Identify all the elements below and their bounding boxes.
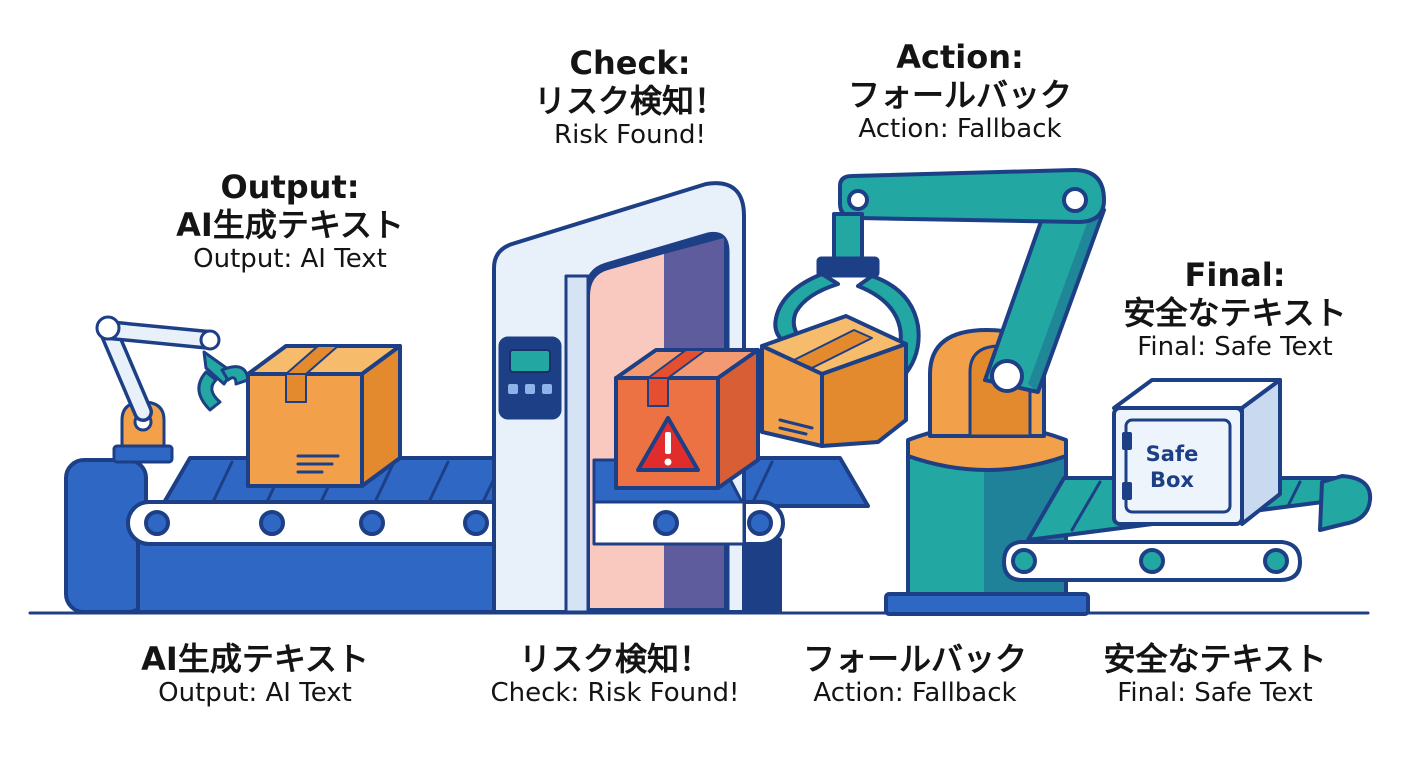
stage-label-final: Final: 安全なテキスト Final: Safe Text — [1090, 256, 1380, 362]
stage-title-en: Output: — [220, 168, 360, 206]
bottom-label-final: 安全なテキスト Final: Safe Text — [1070, 640, 1360, 708]
bottom-label-en: Check: Risk Found! — [490, 678, 740, 708]
bottom-label-jp: リスク検知！ — [518, 640, 711, 678]
bottom-label-jp: AI生成テキスト — [141, 640, 369, 678]
stage-label-output: Output: AI生成テキスト Output: AI Text — [140, 168, 440, 274]
stage-label-action: Action: フォールバック Action: Fallback — [810, 38, 1110, 144]
gripper-arm-icon — [773, 168, 1106, 616]
safe-box-label-line2: Box — [1150, 468, 1194, 492]
stage-title-jp: リスク検知！ — [533, 82, 726, 120]
stage-title-en: Action: — [896, 38, 1024, 76]
stage-subtitle: Risk Found! — [554, 120, 706, 150]
bottom-label-en: Final: Safe Text — [1117, 678, 1313, 708]
input-conveyor — [64, 456, 870, 614]
stage-title-jp: AI生成テキスト — [176, 206, 404, 244]
safe-box-icon: Safe Box — [1112, 378, 1282, 526]
stage-title-jp: フォールバック — [847, 76, 1072, 114]
stage-subtitle: Action: Fallback — [858, 114, 1062, 144]
alert-package-icon — [614, 348, 760, 490]
package-icon — [246, 344, 402, 488]
lifted-package-icon — [760, 314, 908, 448]
robot-arm-icon — [95, 315, 250, 464]
stage-title-en: Final: — [1184, 256, 1286, 294]
bottom-label-en: Action: Fallback — [813, 678, 1017, 708]
bottom-label-jp: 安全なテキスト — [1103, 640, 1327, 678]
warning-icon — [636, 416, 700, 472]
bottom-label-jp: フォールバック — [802, 640, 1027, 678]
bottom-label-check: リスク検知！ Check: Risk Found! — [460, 640, 770, 708]
stage-subtitle: Output: AI Text — [193, 244, 387, 274]
bottom-label-output: AI生成テキスト Output: AI Text — [110, 640, 400, 708]
bottom-label-action: フォールバック Action: Fallback — [770, 640, 1060, 708]
stage-label-check: Check: リスク検知！ Risk Found! — [490, 44, 770, 150]
safe-box-label-line1: Safe — [1146, 442, 1199, 466]
bottom-label-en: Output: AI Text — [158, 678, 352, 708]
stage-title-en: Check: — [569, 44, 691, 82]
stage-subtitle: Final: Safe Text — [1137, 332, 1333, 362]
stage-title-jp: 安全なテキスト — [1123, 294, 1347, 332]
